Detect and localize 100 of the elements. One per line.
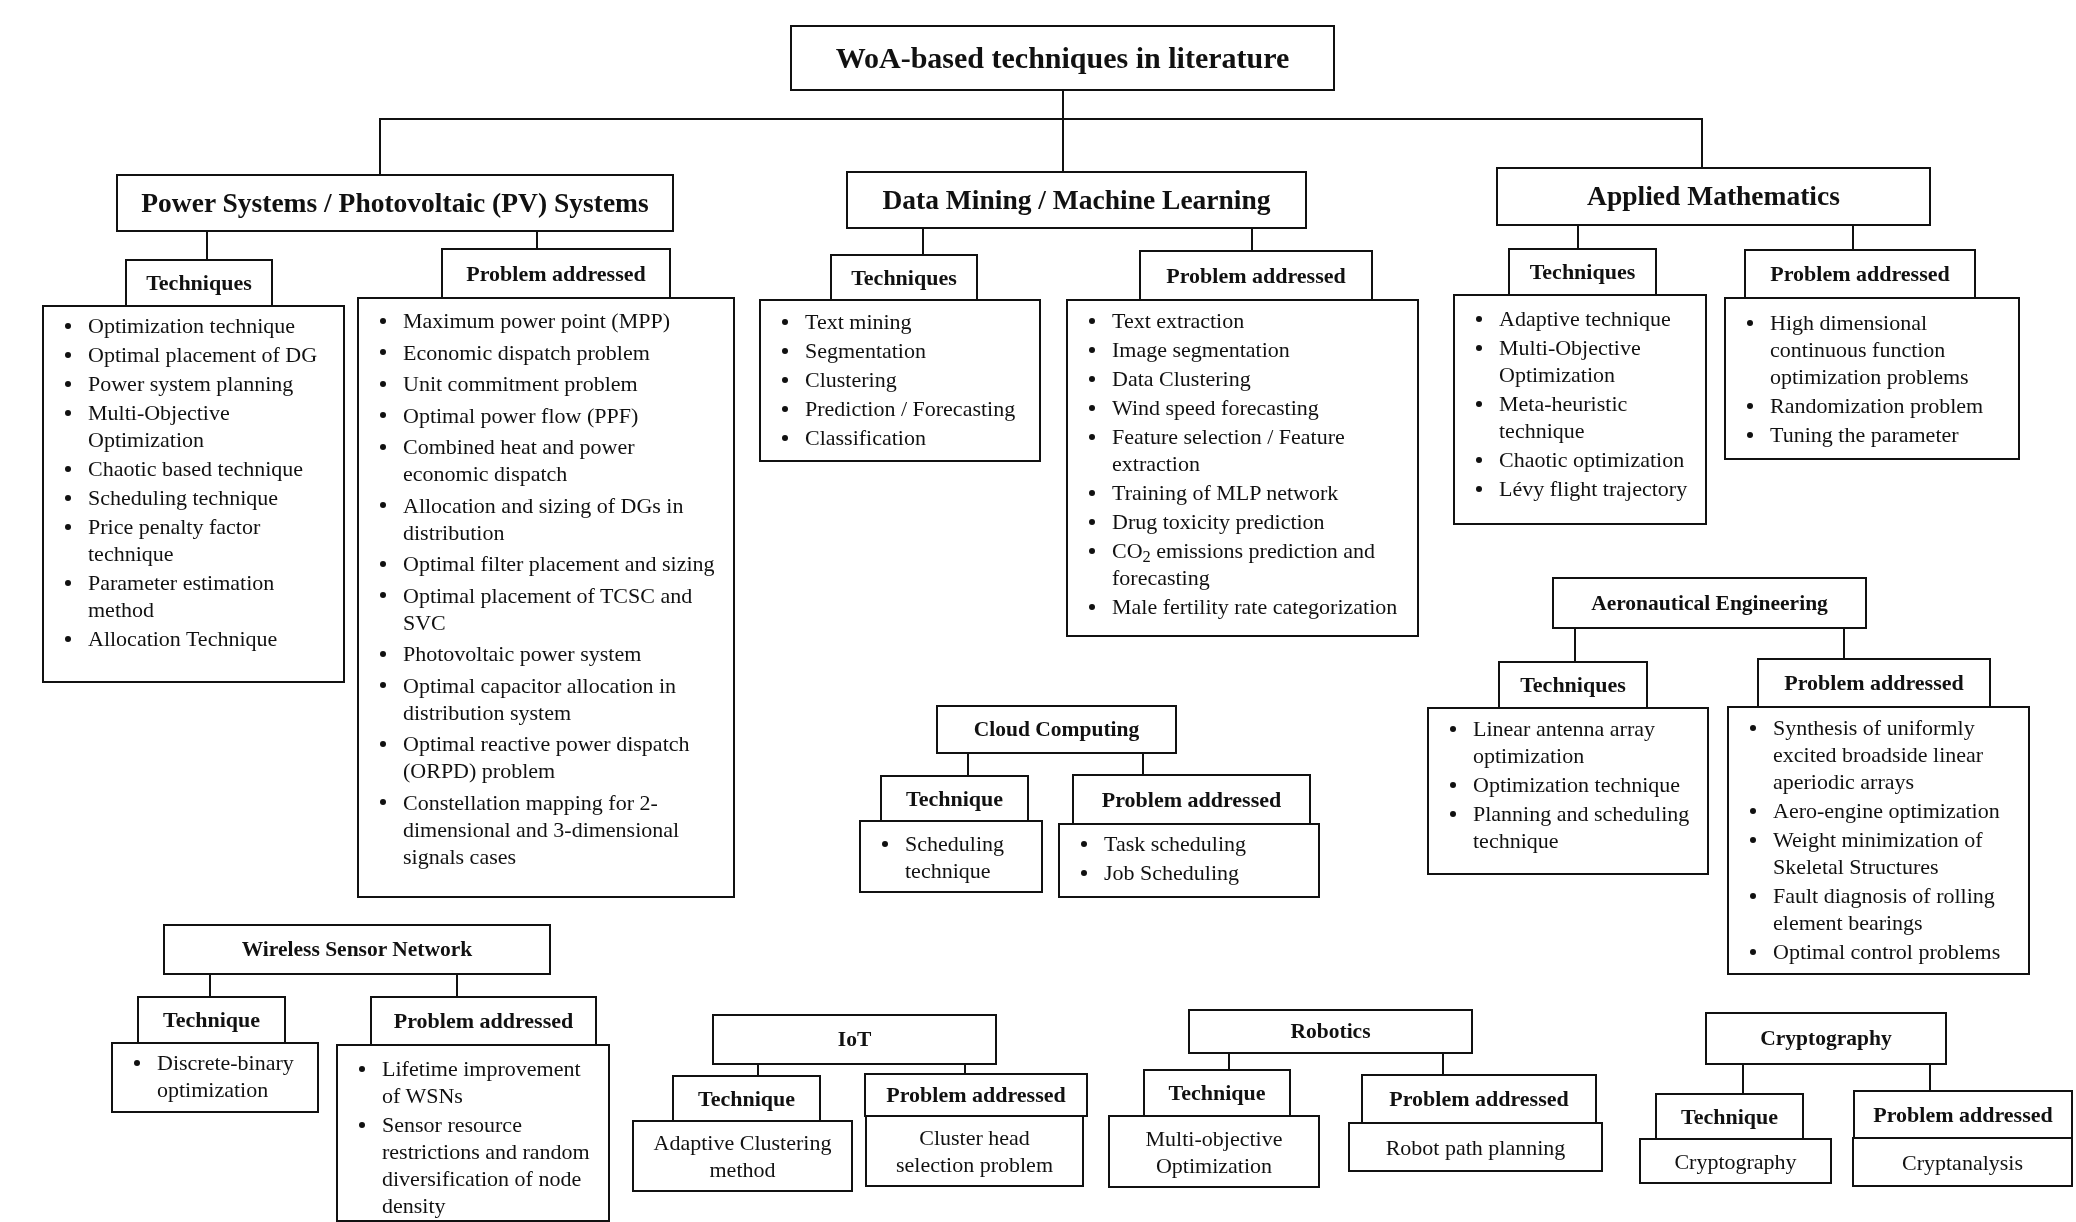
connector-line [1228, 1053, 1230, 1070]
list-item-text: Discrete-binary optimization [157, 1049, 295, 1103]
list-item-text: Sensor resource restrictions and random diversification of node density [382, 1111, 591, 1219]
list-item-text: Weight minimization of Skeletal Structures [1773, 826, 1984, 880]
list-item-text: Text mining [805, 308, 912, 335]
list-item-text: Tuning the parameter [1770, 421, 1959, 448]
list-item-text: Adaptive technique [1499, 305, 1671, 332]
category-box [712, 1014, 997, 1065]
connector-line [1442, 1053, 1444, 1075]
list-item-text: Combined heat and power economic dispatch [403, 433, 636, 487]
list-item-text: Economic dispatch problem [403, 338, 650, 366]
category-label: Cloud Computing [973, 716, 1140, 743]
list-item-text: Optimal filter placement and sizing [403, 550, 715, 577]
list-item-text: Job Scheduling [1104, 859, 1240, 886]
list-item-text: Lifetime improvement of WSNs [382, 1055, 582, 1109]
list-item-text: Aero-engine optimization [1773, 797, 2000, 824]
connector-line [967, 753, 969, 776]
list-item-text: Optimization technique [88, 312, 296, 339]
title-text: WoA-based techniques in literature [835, 40, 1290, 77]
list-box [759, 299, 1041, 462]
connector-line [1251, 228, 1253, 251]
section-header-box [1655, 1093, 1804, 1140]
category-label: IoT [837, 1026, 872, 1053]
section-header-label: Problem addressed [1101, 785, 1282, 814]
category-box [1188, 1009, 1473, 1054]
list-item-text: Segmentation [805, 337, 926, 364]
list-box [1453, 294, 1707, 525]
connector-line [1929, 1064, 1931, 1091]
list-item-text: Parameter estimation method [88, 569, 276, 623]
list-box [1852, 1137, 2073, 1187]
title-box [790, 25, 1335, 91]
section-header-box [1361, 1074, 1597, 1124]
list-item-text: Adaptive Clustering method [652, 1129, 833, 1183]
list-item-text: Unit commitment problem [403, 370, 638, 397]
list-item-text: Clustering [805, 366, 897, 393]
list-item-text: Multi-objective Optimization [1144, 1124, 1284, 1179]
list-item-text: Data Clustering [1112, 365, 1251, 392]
list-item-text: Optimization technique [1473, 771, 1681, 798]
list-box [1727, 706, 2030, 975]
list-box [1348, 1122, 1603, 1172]
list-item-text: Robot path planning [1385, 1133, 1566, 1161]
list-item-text: Image segmentation [1112, 336, 1290, 363]
list-item-text: Prediction / Forecasting [805, 395, 1016, 422]
connector-line [1742, 1064, 1744, 1094]
section-header-label: Techniques [1520, 671, 1626, 699]
category-label: Aeronautical Engineering [1591, 589, 1828, 617]
list-item-text: Optimal reactive power dispatch (ORPD) problem [403, 730, 691, 784]
list-item-text: CO$_{2}$ emissions prediction and forecasting [1112, 537, 1377, 591]
section-header-label: Problem addressed [1389, 1085, 1569, 1113]
list-item-text: Planning and scheduling technique [1473, 800, 1691, 854]
list-item-text: Scheduling technique [88, 484, 278, 511]
list-item-text: Multi-Objective Optimization [88, 399, 231, 453]
list-item-text: Scheduling technique [905, 830, 1005, 884]
category-label: Power Systems / Photovoltaic (PV) Systems [141, 185, 649, 220]
category-label: Cryptography [1760, 1025, 1892, 1052]
section-header-box [880, 775, 1029, 822]
section-header-label: Problem addressed [466, 259, 646, 288]
connector-line [536, 231, 538, 249]
section-header-box [1143, 1069, 1291, 1117]
section-header-box [1498, 661, 1648, 709]
connector-line [1574, 628, 1576, 662]
section-header-box [441, 248, 671, 299]
section-header-box [864, 1073, 1088, 1117]
list-box [357, 297, 735, 898]
list-item-text: Allocation and sizing of DGs in distribution [403, 491, 685, 546]
connector-line [456, 974, 458, 997]
list-item-text: Fault diagnosis of rolling element bearings [1773, 882, 1996, 936]
connector-line [922, 228, 924, 255]
section-header-box [125, 259, 273, 307]
connector-line [1843, 628, 1845, 659]
section-header-box [137, 996, 286, 1044]
category-box [1496, 167, 1931, 226]
list-item-text: Optimal placement of DG [88, 341, 318, 368]
section-header-box [1508, 248, 1657, 296]
section-header-label: Technique [1168, 1079, 1266, 1107]
list-item-text: Optimal control problems [1773, 938, 2001, 965]
list-box [859, 820, 1043, 893]
section-header-label: Problem addressed [1784, 669, 1964, 697]
category-box [846, 171, 1307, 229]
list-item-text: Cryptanalysis [1902, 1148, 2023, 1176]
connector-line [206, 231, 208, 260]
category-box [936, 705, 1177, 754]
list-item-text: Text extraction [1112, 307, 1245, 334]
list-box [111, 1042, 319, 1113]
section-header-label: Techniques [1529, 258, 1636, 286]
list-item-text: Classification [805, 424, 926, 451]
connector-line [209, 974, 211, 997]
category-label: Applied Mathematics [1587, 179, 1840, 214]
section-header-box [830, 254, 978, 301]
list-item-text: Optimal placement of TCSC and SVC [403, 581, 694, 636]
section-header-label: Problem addressed [1166, 261, 1346, 290]
category-box [1552, 577, 1867, 629]
list-item-text: Linear antenna array optimization [1473, 715, 1656, 769]
section-header-label: Technique [698, 1084, 795, 1113]
section-header-label: Techniques [851, 263, 957, 292]
section-header-label: Technique [163, 1006, 260, 1034]
list-item-text: Wind speed forecasting [1112, 394, 1319, 421]
list-item-text: Power system planning [88, 370, 294, 397]
list-box [865, 1115, 1084, 1187]
section-header-label: Techniques [146, 269, 252, 297]
